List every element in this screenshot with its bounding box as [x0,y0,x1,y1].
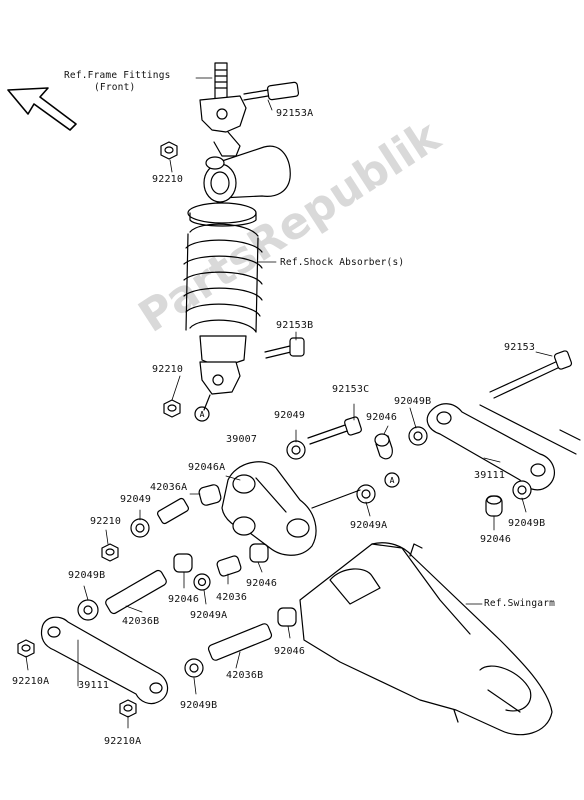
part-label-92210-top: 92210 [152,174,184,185]
part-label-42036A: 42036A [150,482,188,493]
part-label-92210-left: 92210 [90,516,122,527]
washer-92049A-lower [193,573,211,591]
collar-42036 [216,555,242,577]
washer-92049B-bottom [184,658,204,678]
part-label-92046A: 92046A [188,462,226,473]
nut-92210-mid [163,399,181,418]
part-label-92210-mid: 92210 [152,364,184,375]
bushing-92046A [198,484,222,506]
bushing-92046-lower2 [249,543,269,563]
part-label-92049-left: 92049 [120,494,152,505]
ref-frame-fittings: Ref.Frame Fittings [64,70,171,81]
washer-92049A-mid [356,484,376,504]
washer-92049B-right [512,480,532,500]
part-label-92049B-left: 92049B [68,570,106,581]
bolt-92153 [489,350,573,399]
tie-rod-39111-left [40,616,169,705]
part-label-92153B: 92153B [276,320,314,331]
callout-a-top-text: A [200,410,205,419]
nut-92210A-left [17,639,35,658]
ref-shock-absorber: Ref.Shock Absorber(s) [280,257,405,268]
part-label-42036: 42036 [216,592,248,603]
part-label-92153A: 92153A [276,108,314,119]
bushing-92046-lower1 [173,553,193,573]
collar-42036B-upper [105,569,167,615]
washer-92049-left [130,518,150,538]
part-label-92153: 92153 [504,342,536,353]
part-label-92049A-mid: 92049A [350,520,388,531]
nut-92210-top [160,141,178,160]
part-label-39111-right: 39111 [474,470,506,481]
rocker-arm-39007 [221,461,361,556]
shock-absorber [183,145,291,411]
bushing-92046-mid [374,433,393,460]
part-label-42036B-lower: 42036B [226,670,264,681]
part-label-42036B-upper: 42036B [122,616,160,627]
collar-42036B-lower [207,623,273,661]
tie-rod-39111-right [426,403,581,491]
part-label-92049-mid: 92049 [274,410,306,421]
ref-swingarm: Ref.Swingarm [484,598,556,609]
bushing-92046-lower3 [277,607,297,627]
leader-lines [25,77,553,729]
part-label-92046-right: 92046 [480,534,512,545]
part-label-92046-lower2: 92046 [246,578,278,589]
nut-92210-left [101,543,119,562]
callout-a-right [384,472,400,488]
bolt-92153B [264,337,305,359]
frame-fitting-bracket [199,62,247,157]
ref-frame-fittings-front: (Front) [94,82,136,93]
part-label-92049B-bottom: 92049B [180,700,218,711]
nut-92210A-bottom [119,699,137,718]
washer-92049B-top [408,426,428,446]
callout-a-right-text: A [390,476,395,485]
swingarm [299,542,553,736]
part-label-39111-left: 39111 [78,680,110,691]
part-label-92049A-lower: 92049A [190,610,228,621]
collar-42036A [157,497,189,525]
bushing-92046-right [485,495,503,517]
part-label-92153C: 92153C [332,384,370,395]
part-label-92046-mid: 92046 [366,412,398,423]
part-label-39007: 39007 [226,434,258,445]
front-arrow-icon [7,87,77,131]
washer-92049B-left [77,599,99,621]
bolt-92153C [307,416,362,445]
part-label-92210A-bottom: 92210A [104,736,142,747]
part-label-92046-lower1: 92046 [168,594,200,605]
bolt-92153A [243,81,300,101]
callout-a-top [194,406,210,422]
part-label-92049B-top: 92049B [394,396,432,407]
part-label-92046-lower3: 92046 [274,646,306,657]
washer-92049-mid [286,440,306,460]
part-label-92049B-right: 92049B [508,518,546,529]
part-label-92210A-left: 92210A [12,676,50,687]
